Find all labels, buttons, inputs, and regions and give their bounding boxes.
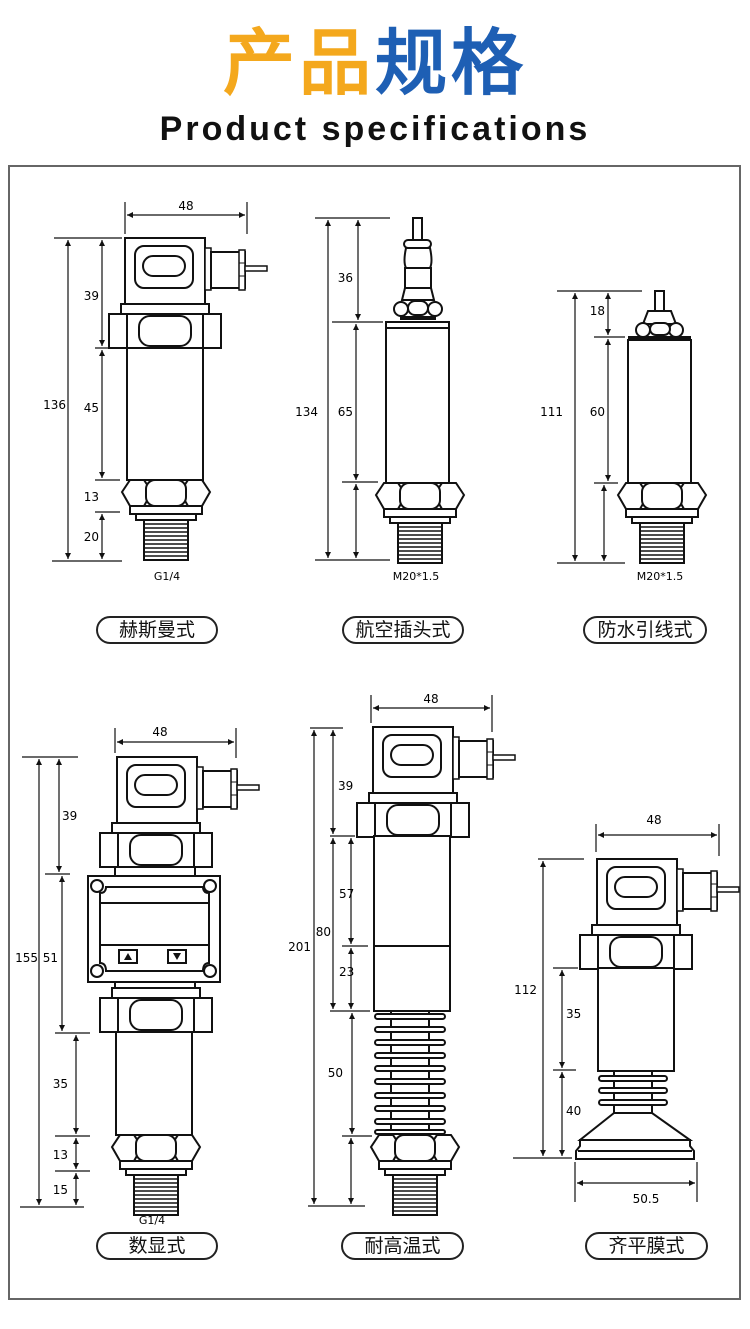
label-flush-diaphragm: 齐平膜式 [585, 1232, 708, 1260]
dim-width: 48 [646, 813, 661, 827]
dim-head: 39 [84, 289, 99, 303]
dim-head: 18 [590, 304, 605, 318]
title-part-orange: 产品 [222, 21, 375, 105]
dim-display: 51 [43, 951, 58, 965]
product-aviation-plug: 36 134 65 M20*1.5 [295, 217, 465, 583]
dim-total: 112 [514, 983, 537, 997]
dim-width: 48 [423, 692, 438, 706]
label-hirschmann: 赫斯曼式 [96, 616, 218, 644]
thread-spec: M20*1.5 [393, 570, 439, 583]
product-digital-display: 48 155 39 51 35 13 15 G1/4 [15, 725, 260, 1227]
spec-frame [8, 165, 741, 1300]
product-waterproof-cable: 18 111 60 M20*1.5 [540, 290, 707, 583]
dim-body: 45 [84, 401, 99, 415]
page-title-chinese: 产品规格 [0, 18, 750, 108]
thread-spec: G1/4 [154, 570, 180, 583]
dim-hex: 13 [84, 490, 99, 504]
label-digital-display: 数显式 [96, 1232, 218, 1260]
dim-total: 155 [15, 951, 38, 965]
thread-spec: G1/4 [139, 1214, 165, 1227]
product-flush-diaphragm: 48 112 35 40 50.5 [513, 813, 740, 1206]
dim-width: 48 [178, 199, 193, 213]
dim-head: 36 [338, 271, 353, 285]
dim-fins: 40 [566, 1104, 581, 1118]
dim-total: 136 [43, 398, 66, 412]
dim-body: 35 [53, 1077, 68, 1091]
product-high-temperature: 48 201 39 80 57 23 50 [288, 692, 516, 1216]
dim-total: 201 [288, 940, 311, 954]
dim-thread: 20 [84, 530, 99, 544]
label-aviation-plug: 航空插头式 [342, 616, 464, 644]
dim-diaphragm: 50.5 [633, 1192, 660, 1206]
dim-body: 60 [590, 405, 605, 419]
dim-width: 48 [152, 725, 167, 739]
product-hirschmann: 48 136 39 45 13 20 G1/4 [43, 199, 268, 583]
dim-total: 134 [295, 405, 318, 419]
title-part-blue: 规格 [375, 21, 528, 105]
dim-body-total: 80 [316, 925, 331, 939]
dim-body-lower: 23 [339, 965, 354, 979]
dim-hex: 13 [53, 1148, 68, 1162]
label-waterproof-cable: 防水引线式 [583, 616, 707, 644]
dim-body-upper: 57 [339, 887, 354, 901]
cooling-fins [374, 1010, 446, 1135]
dim-head: 39 [62, 809, 77, 823]
dim-total: 111 [540, 405, 563, 419]
dim-head: 39 [338, 779, 353, 793]
dim-body: 35 [566, 1007, 581, 1021]
label-high-temperature: 耐高温式 [341, 1232, 464, 1260]
page-title-english: Product specifications [159, 110, 591, 148]
dim-fins: 50 [328, 1066, 343, 1080]
dim-body: 65 [338, 405, 353, 419]
thread-spec: M20*1.5 [637, 570, 683, 583]
dim-thread: 15 [53, 1183, 68, 1197]
